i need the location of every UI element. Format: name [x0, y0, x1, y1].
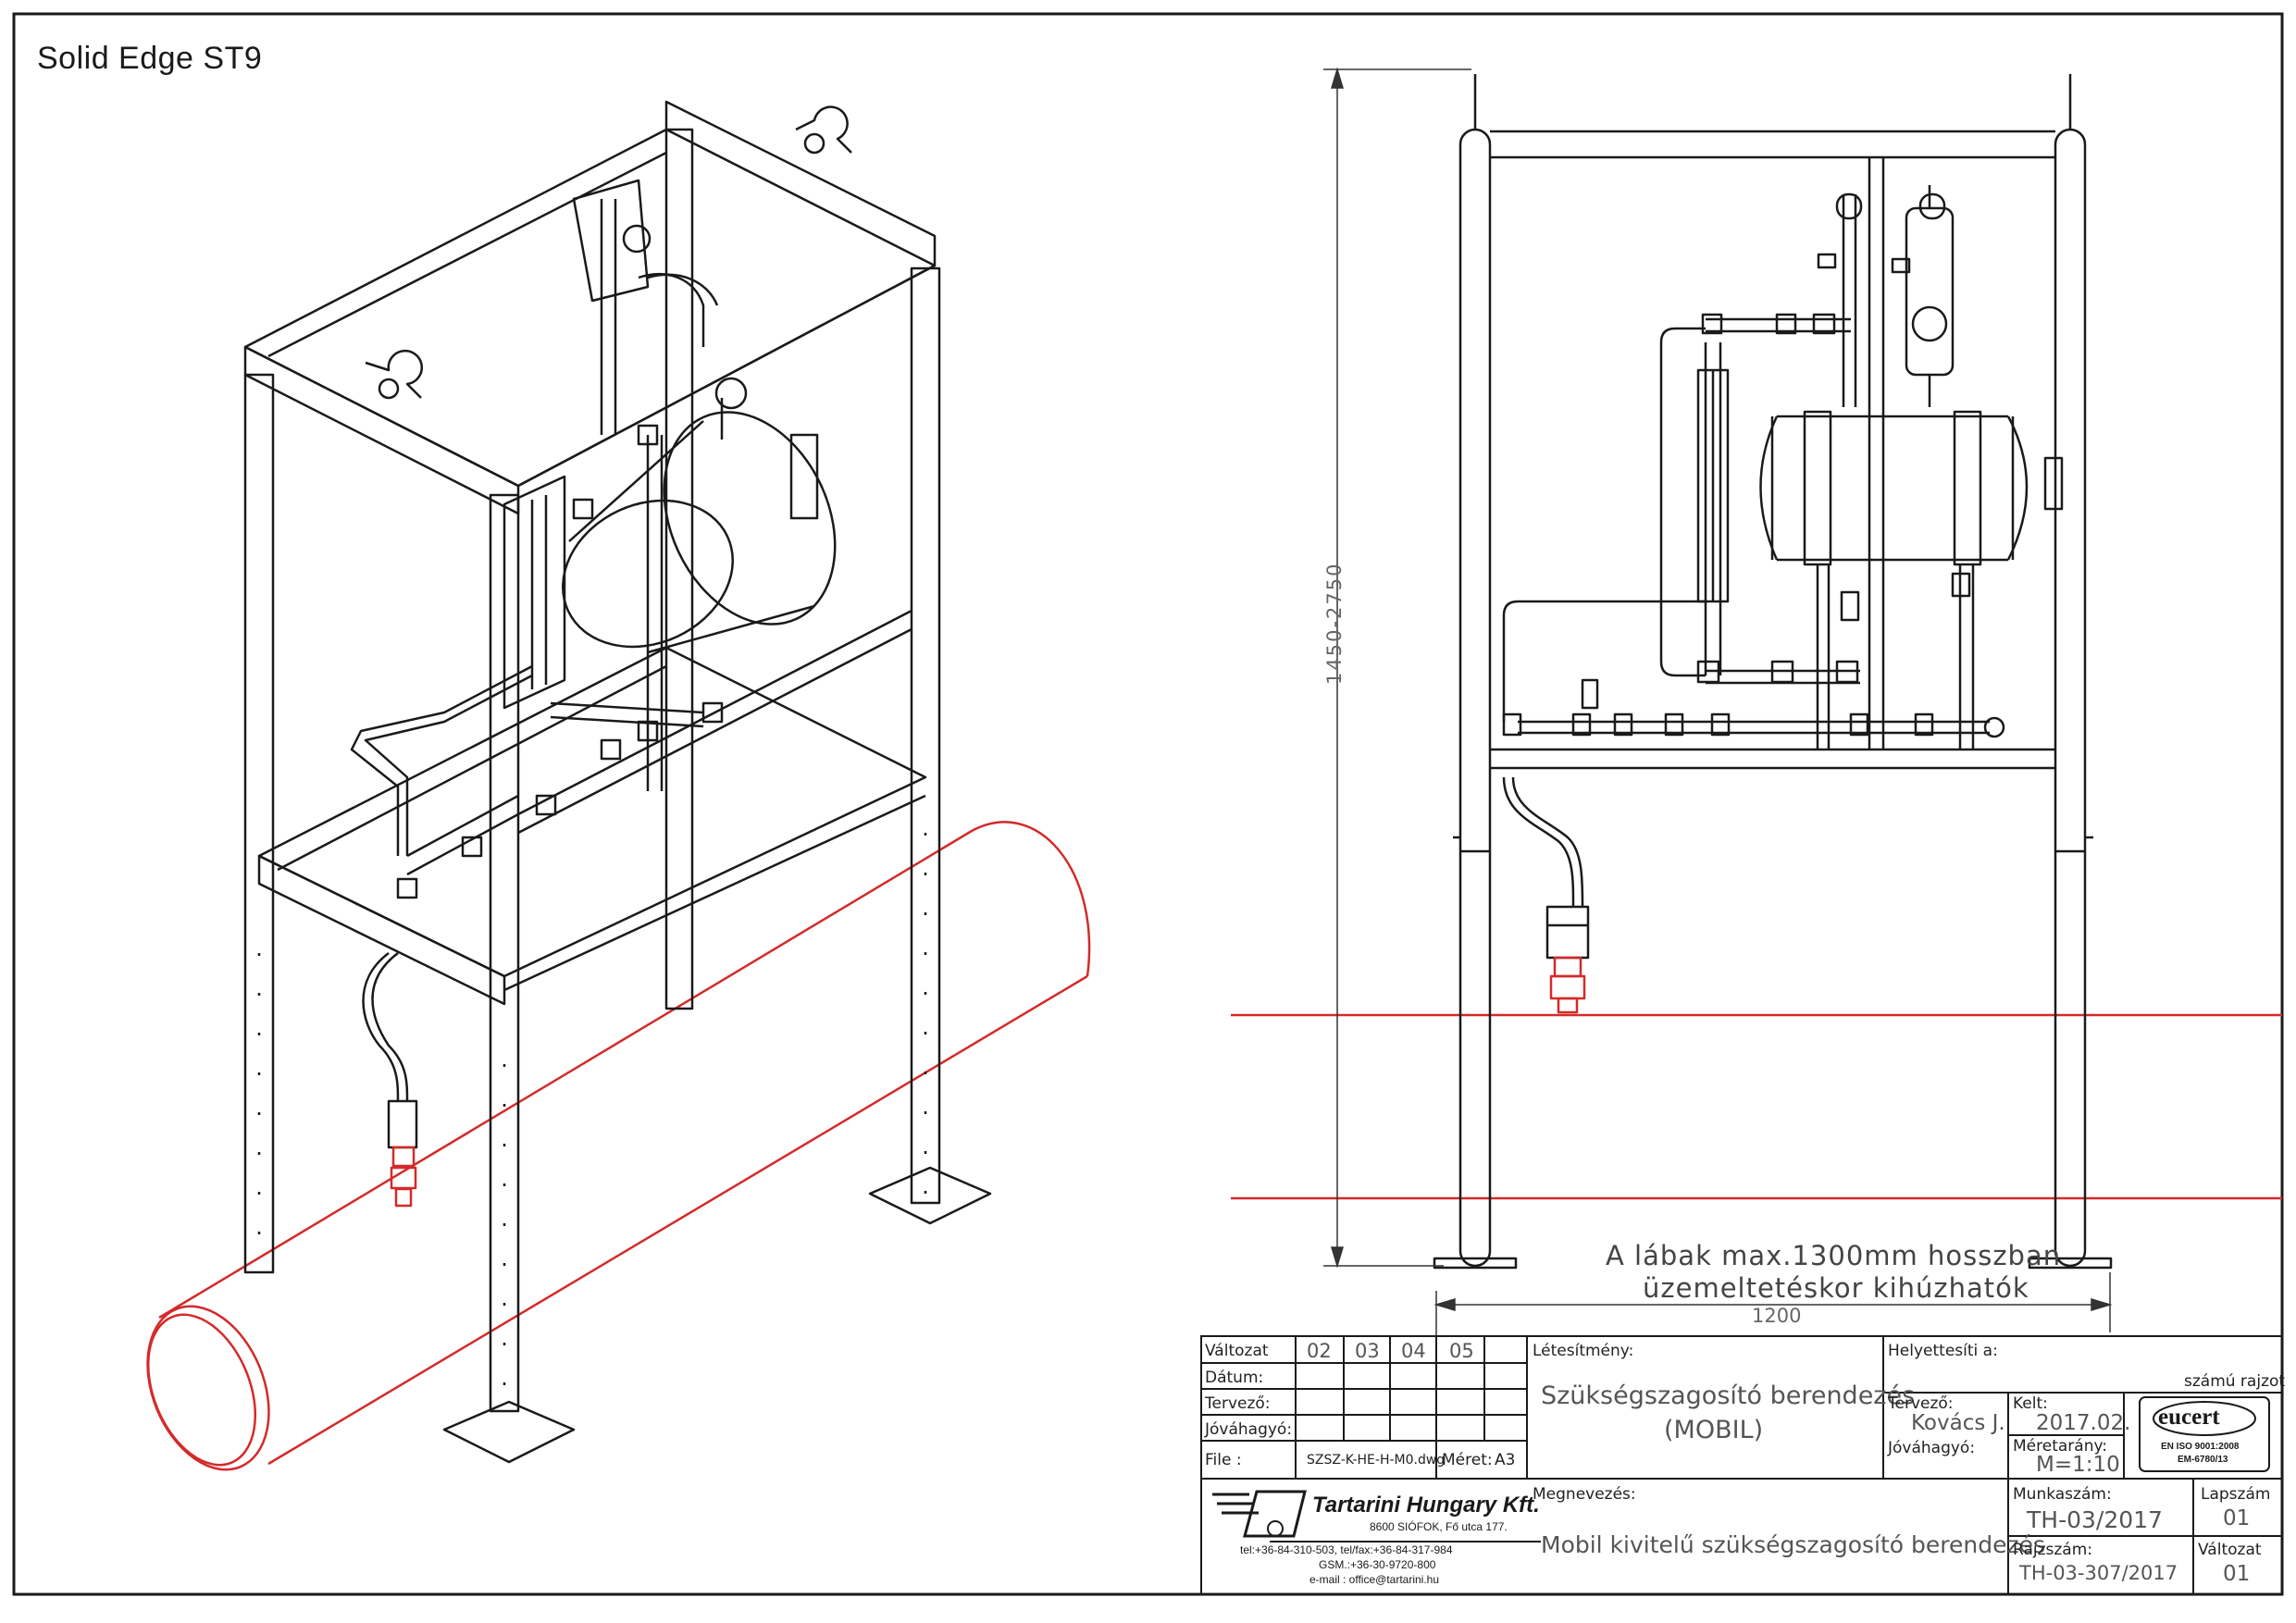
hose-front: [1502, 776, 1575, 908]
level-gauge-iso: [503, 475, 566, 710]
pipeline-iso: [146, 821, 1091, 1471]
company-name: Tartarini Hungary Kft.: [1312, 1493, 1540, 1518]
scale-value: M=1:10: [2036, 1453, 2120, 1477]
valves-iso: [396, 424, 724, 899]
facility-label: Létesítmény:: [1533, 1342, 1634, 1360]
right-leg-front: [2054, 128, 2087, 1268]
cert-line2: EM-6780/13: [2178, 1455, 2228, 1465]
name-value: Mobil kivitelű szükségszagosító berendez…: [1541, 1531, 2046, 1558]
designer2-value: Kovács J.: [1911, 1411, 2005, 1435]
isometric-view: [146, 100, 1091, 1471]
horizontal-dimension-label: 1200: [1752, 1305, 1802, 1327]
job-label: Munkaszám:: [2013, 1485, 2112, 1504]
dimension-lines: [1323, 67, 2113, 1351]
facility-value-line1: Szükségszagosító berendezés: [1541, 1381, 1916, 1410]
note-line-1: A lábak max.1300mm hosszban: [1606, 1240, 2062, 1271]
red-valve-front: [1549, 956, 1586, 1014]
eucert-logo: [2139, 1396, 2270, 1472]
foot-plate-1: [442, 1400, 576, 1464]
company-email: e-mail : office@tartarini.hu: [1309, 1573, 1440, 1586]
job-value: TH-03/2017: [2027, 1506, 2163, 1533]
connector-front: [1545, 905, 1590, 960]
issued-label: Kelt:: [2013, 1394, 2048, 1413]
vessel-iso: [562, 411, 837, 654]
cert-line1: EN ISO 9001:2008: [2161, 1442, 2240, 1452]
piping-iso: [350, 179, 748, 1102]
drawing-label: Rajzszám:: [2013, 1541, 2092, 1559]
size-label: Méret:: [1442, 1451, 1493, 1469]
version-value: 01: [2223, 1562, 2251, 1586]
drawing-value: TH-03-307/2017: [2019, 1562, 2178, 1584]
revision-label: Változat: [1205, 1342, 1269, 1360]
company-phone: tel:+36-84-310-503, tel/fax:+36-84-317-9…: [1240, 1543, 1453, 1556]
revision-03: 03: [1355, 1340, 1380, 1362]
approver-label: Jóváhagyó:: [1205, 1420, 1293, 1439]
front-view: [1231, 74, 2282, 1270]
facility-value-line2: (MOBIL): [1664, 1416, 1764, 1444]
company-mobile: GSM.:+36-30-9720-800: [1319, 1558, 1436, 1571]
left-foot-plate: [1433, 1257, 1518, 1270]
red-valve-iso: [390, 1146, 417, 1208]
designer2-label: Tervező:: [1888, 1394, 1954, 1413]
vertical-dimension-label: 1450-2750: [1323, 562, 1346, 685]
issued-value: 2017.02.: [2036, 1411, 2131, 1435]
left-leg-front: [1458, 128, 1492, 1268]
sheet-label: Lapszám: [2201, 1485, 2271, 1504]
revision-04: 04: [1401, 1340, 1426, 1362]
approver2-label: Jóváhagyó:: [1888, 1439, 1976, 1457]
cert-logo-text: eucert: [2158, 1405, 2220, 1430]
app-title: Solid Edge ST9: [37, 41, 263, 76]
tartarini-logo: [1212, 1490, 1541, 1542]
revision-05: 05: [1449, 1340, 1474, 1362]
scale-label: Méretarány:: [2013, 1437, 2108, 1456]
drawing-border: [12, 12, 2284, 1596]
note-line-2: üzemeltetéskor kihúzhatók: [1643, 1272, 2029, 1304]
company-address: 8600 SIÓFOK, Fő utca 177.: [1370, 1520, 1508, 1533]
legs-iso: [243, 128, 941, 1413]
replaces-suffix: számú rajzot: [2184, 1372, 2286, 1391]
connector-iso: [387, 1099, 418, 1149]
title-block-grid: [1200, 1335, 2283, 1595]
pressure-gauge-front: [1911, 305, 1948, 342]
size-value: A3: [1495, 1451, 1516, 1469]
file-value: SZSZ-K-HE-H-M0.dwg: [1307, 1453, 1446, 1468]
vessel-front: [1759, 410, 2064, 750]
right-foot-plate: [2028, 1257, 2113, 1270]
replaces-label: Helyettesíti a:: [1888, 1342, 1998, 1360]
version-label: Változat: [2198, 1541, 2262, 1559]
designer-label: Tervező:: [1205, 1394, 1271, 1413]
file-label: File :: [1205, 1451, 1242, 1469]
date-label: Dátum:: [1205, 1369, 1264, 1387]
sheet-value: 01: [2223, 1506, 2251, 1530]
revision-02: 02: [1307, 1340, 1332, 1362]
name-label: Megnevezés:: [1533, 1485, 1636, 1504]
valves-front: [1502, 192, 2005, 738]
odorant-tank-front: [1905, 206, 1955, 377]
foot-plate-2: [868, 1166, 992, 1225]
